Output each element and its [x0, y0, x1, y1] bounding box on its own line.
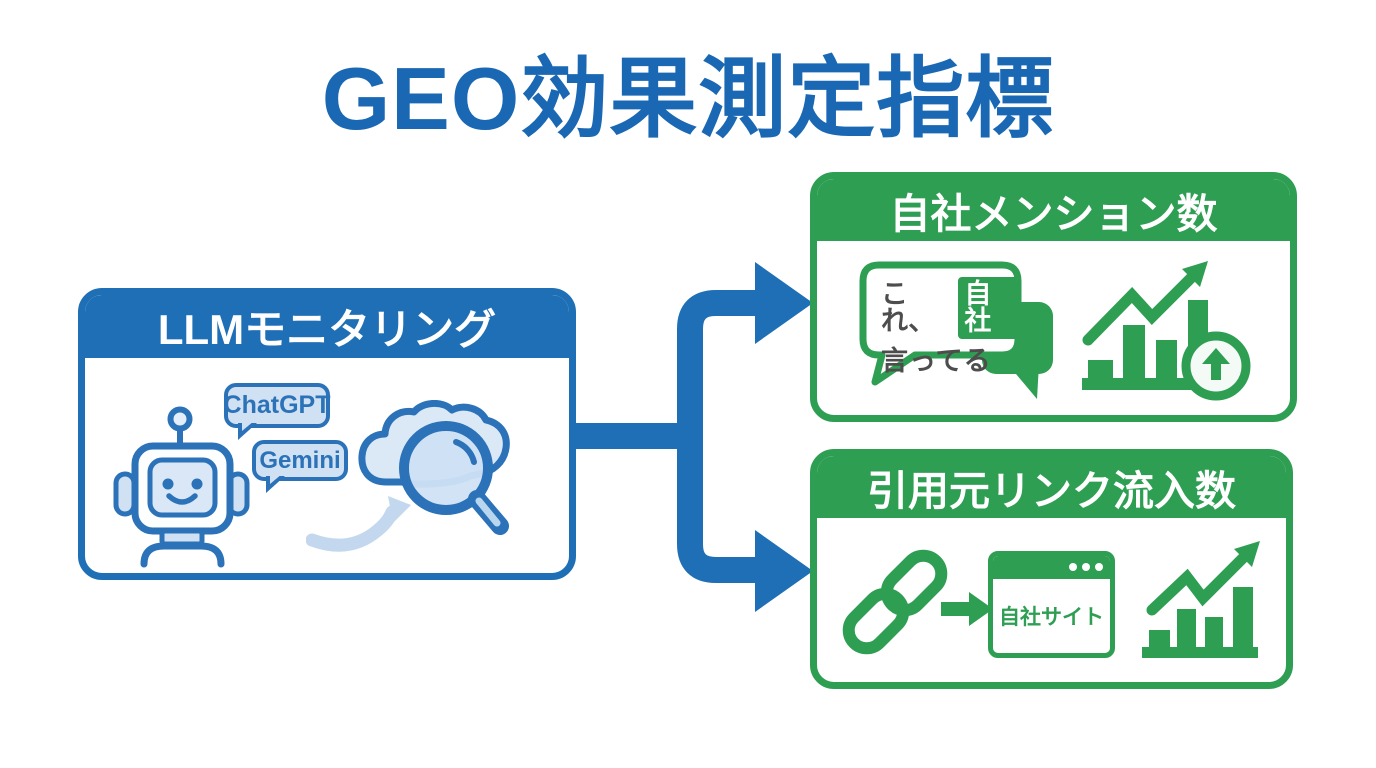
cloud-search-icon [358, 400, 510, 535]
chatgpt-bubble-label: ChatGPT [223, 391, 331, 419]
arrowhead-bottom [755, 530, 813, 612]
chart-up-icon-2 [1142, 541, 1260, 658]
mention-line2: 言ってる [881, 346, 992, 376]
page-title: GEO効果測定指標 [321, 49, 1055, 148]
arrowhead-top [755, 262, 813, 344]
arrow-right-icon [941, 592, 993, 626]
curved-arrow-icon [306, 496, 411, 552]
robot-icon [113, 406, 250, 568]
site-label: 自社サイト [999, 606, 1104, 629]
mention-line1-prefix: これ、 [881, 279, 936, 336]
browser-dots-icon [1069, 563, 1103, 571]
gemini-bubble: Gemini [252, 440, 348, 493]
llm-monitoring-header: LLMモニタリング [85, 295, 569, 358]
link-icon [842, 549, 948, 655]
browser-icon: 自社サイト [988, 551, 1115, 658]
robot-eye [191, 478, 203, 490]
gemini-bubble-label: Gemini [259, 446, 341, 474]
browser-titlebar [993, 556, 1110, 579]
flow-branches [677, 290, 762, 583]
mentions-header: 自社メンション数 [817, 179, 1290, 241]
robot-eye [162, 478, 174, 490]
mention-highlight: 自社 [958, 277, 1021, 339]
mention-text: これ、自社 言ってる [881, 277, 1021, 375]
chart-up-icon [1082, 261, 1251, 401]
referral-header: 引用元リンク流入数 [817, 456, 1286, 518]
chatgpt-bubble: ChatGPT [223, 383, 331, 440]
